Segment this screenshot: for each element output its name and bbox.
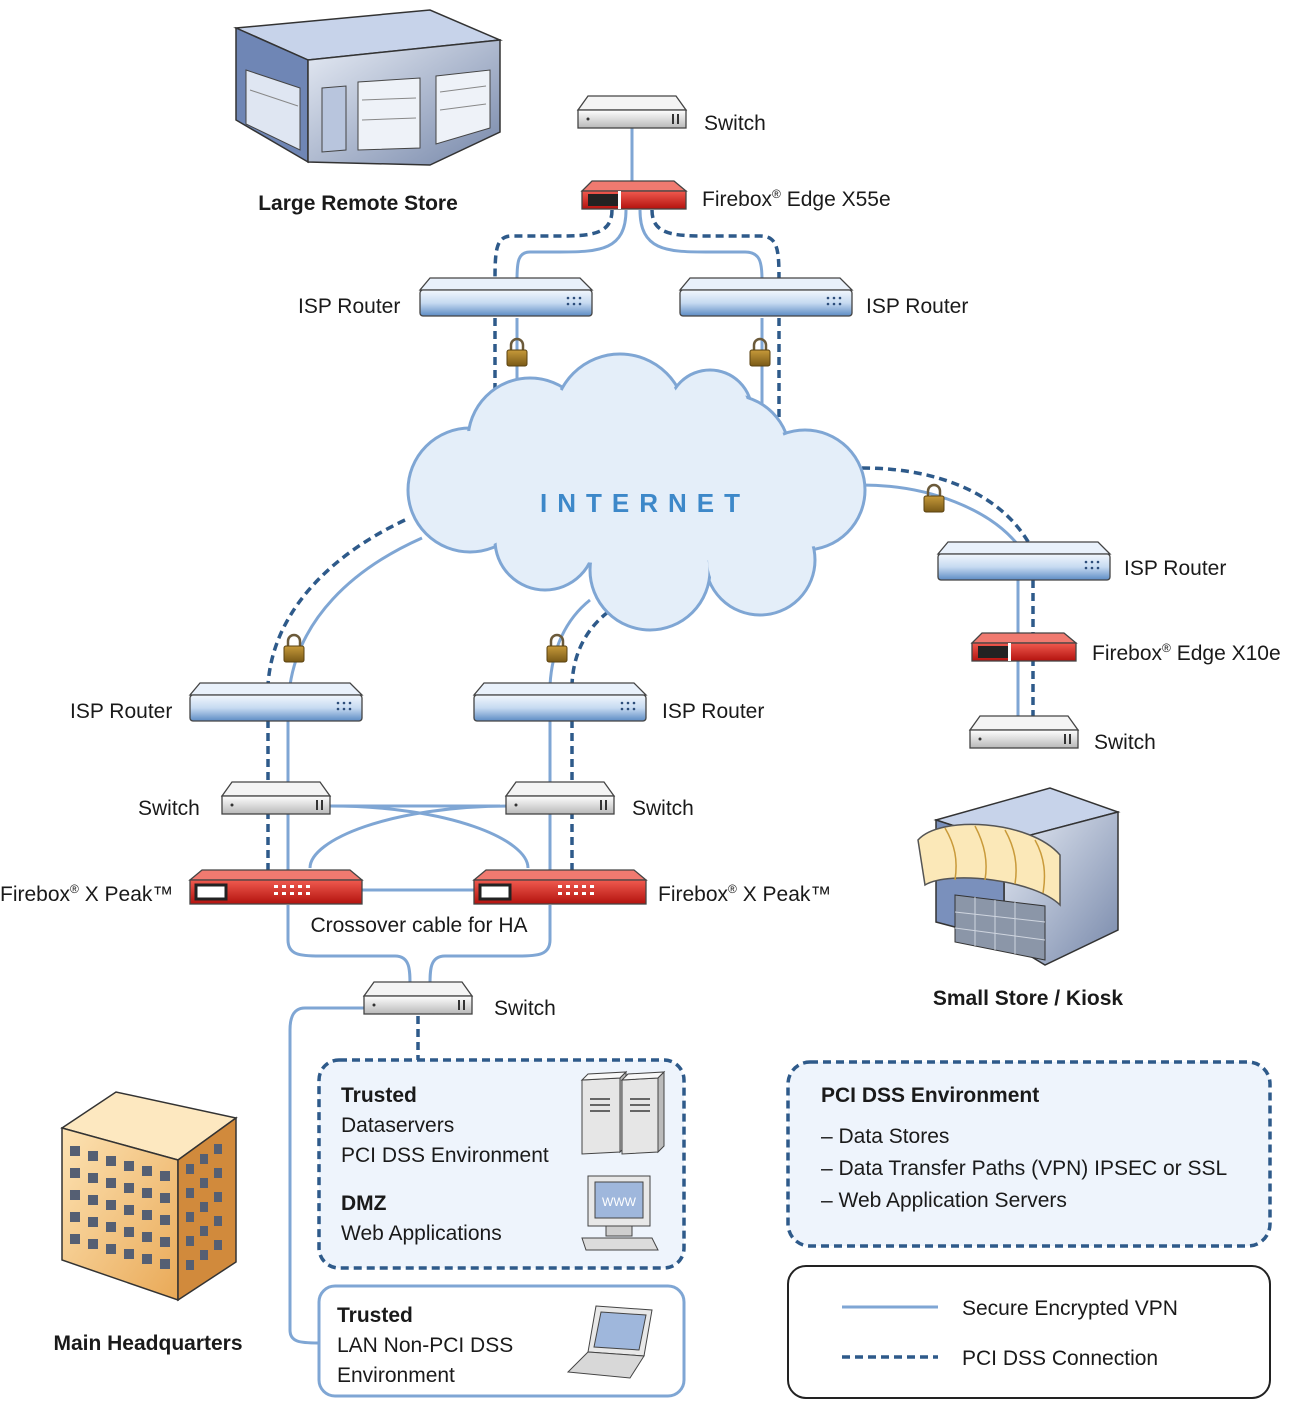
firebox-edge-x55e-icon [580,180,688,210]
hq-switch-left-label: Switch [138,797,200,820]
hq-switch-right-label: Switch [632,797,694,820]
data-server-icon [580,1070,666,1155]
pci-item: – Web Application Servers [821,1189,1067,1212]
vpn-locks [283,337,945,663]
remote-switch-label: Switch [704,112,766,135]
isp-router-icon [678,277,854,317]
web-server-monitor-icon: WWW [581,1175,659,1251]
internet-cloud: INTERNET [406,352,867,632]
small-store-switch-label: Switch [1094,731,1156,754]
firebox-x10e-label: Firebox® Edge X10e [1092,641,1281,665]
firebox-x-peak-icon [188,869,364,905]
lock-icon [283,633,305,663]
firebox-edge-x10e-icon [970,632,1078,662]
lock-icon [506,337,528,367]
firebox-x-peak-icon [472,869,648,905]
small-store-title: Small Store / Kiosk [933,987,1124,1010]
large-remote-store-building-icon [233,9,503,166]
www-text: WWW [602,1195,637,1209]
switch-device-icon [220,781,332,815]
hq-isp-left-label: ISP Router [70,700,172,723]
isp-router-label: ISP Router [298,295,400,318]
isp-router-icon [418,277,594,317]
large-remote-store-title: Large Remote Store [258,192,458,215]
pci-item: – Data Stores [821,1125,949,1148]
trusted-dmz-box: Trusted Dataservers PCI DSS Environment … [317,1058,686,1270]
trusted-lan-box: Trusted LAN Non-PCI DSS Environment [317,1284,686,1398]
switch-device-icon [576,95,688,129]
hq-core-switch-label: Switch [494,997,556,1020]
isp-router-icon [472,682,648,722]
internet-label: INTERNET [540,488,750,518]
dmz-line: Web Applications [341,1222,502,1245]
trusted-line-dataservers: Dataservers [341,1114,454,1137]
small-store-isp-label: ISP Router [1124,557,1226,580]
isp-router-icon [936,541,1112,581]
laptop-icon [566,1305,653,1379]
lock-icon [923,483,945,513]
pci-dss-environment-box: PCI DSS Environment – Data Stores – Data… [786,1060,1272,1248]
switch-device-icon [504,781,616,815]
legend-pci-label: PCI DSS Connection [962,1347,1158,1370]
lan-heading: Trusted [337,1304,413,1327]
switch-device-icon [968,715,1080,749]
trusted-line-pci: PCI DSS Environment [341,1144,549,1167]
switch-device-icon [362,981,474,1015]
lan-line2: Environment [337,1364,455,1387]
main-hq-title: Main Headquarters [53,1332,242,1355]
trusted-heading: Trusted [341,1084,417,1107]
isp-router-label: ISP Router [866,295,968,318]
lan-line1: LAN Non-PCI DSS [337,1334,513,1357]
main-headquarters-building-icon [60,1091,238,1302]
legend-vpn-label: Secure Encrypted VPN [962,1297,1178,1320]
pci-item: – Data Transfer Paths (VPN) IPSEC or SSL [821,1157,1227,1180]
lock-icon [546,633,568,663]
lock-icon [749,337,771,367]
crossover-cable-label: Crossover cable for HA [310,914,527,937]
legend: Secure Encrypted VPN PCI DSS Connection [787,1265,1271,1399]
firebox-x55e-label: Firebox® Edge X55e [702,187,891,211]
firebox-peak-right-label: Firebox® X Peak™ [658,882,831,906]
hq-isp-right-label: ISP Router [662,700,764,723]
dmz-heading: DMZ [341,1192,387,1215]
firebox-peak-left-label: Firebox® X Peak™ [0,882,173,906]
small-store-kiosk-building-icon [917,787,1121,966]
pci-box-title: PCI DSS Environment [821,1084,1039,1107]
isp-router-icon [188,682,364,722]
